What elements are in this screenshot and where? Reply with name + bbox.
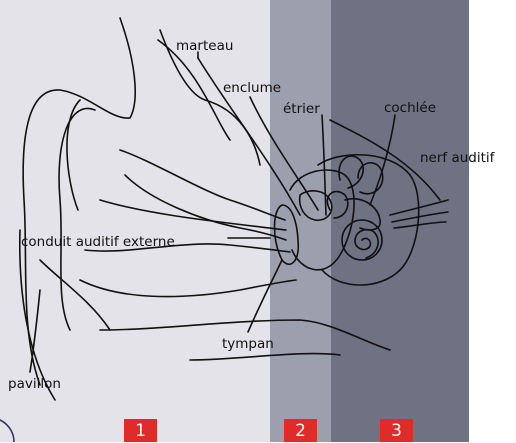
canal-lower-wall bbox=[80, 280, 296, 297]
zone-badge-3: 3 bbox=[380, 419, 413, 442]
label-cochlee: cochlée bbox=[384, 100, 436, 116]
zone-badge-1: 1 bbox=[124, 419, 157, 442]
concha-lower bbox=[125, 175, 286, 240]
nerf-auditif-bundle-2 bbox=[392, 212, 448, 222]
neck-line bbox=[190, 354, 340, 360]
leader-cochlee bbox=[370, 115, 395, 205]
label-tympan: tympan bbox=[222, 336, 274, 352]
corner-circle-arc bbox=[0, 420, 14, 442]
nerf-auditif-bundle-3 bbox=[394, 222, 446, 228]
pavillon-antihelix bbox=[40, 260, 110, 330]
pavillon-inner-fold bbox=[59, 108, 95, 330]
label-nerf-auditif: nerf auditif bbox=[420, 150, 494, 166]
label-conduit-auditif-externe: conduit auditif externe bbox=[21, 234, 175, 250]
label-etrier: étrier bbox=[283, 101, 320, 117]
label-pavillon: pavillon bbox=[8, 376, 61, 392]
leader-pavillon bbox=[30, 290, 40, 372]
cochlea-spiral bbox=[355, 230, 378, 258]
concha bbox=[120, 150, 285, 220]
label-marteau: marteau bbox=[176, 38, 233, 54]
label-enclume: enclume bbox=[223, 80, 281, 96]
etrier-bone bbox=[322, 115, 326, 215]
zone-badge-2: 2 bbox=[284, 419, 317, 442]
